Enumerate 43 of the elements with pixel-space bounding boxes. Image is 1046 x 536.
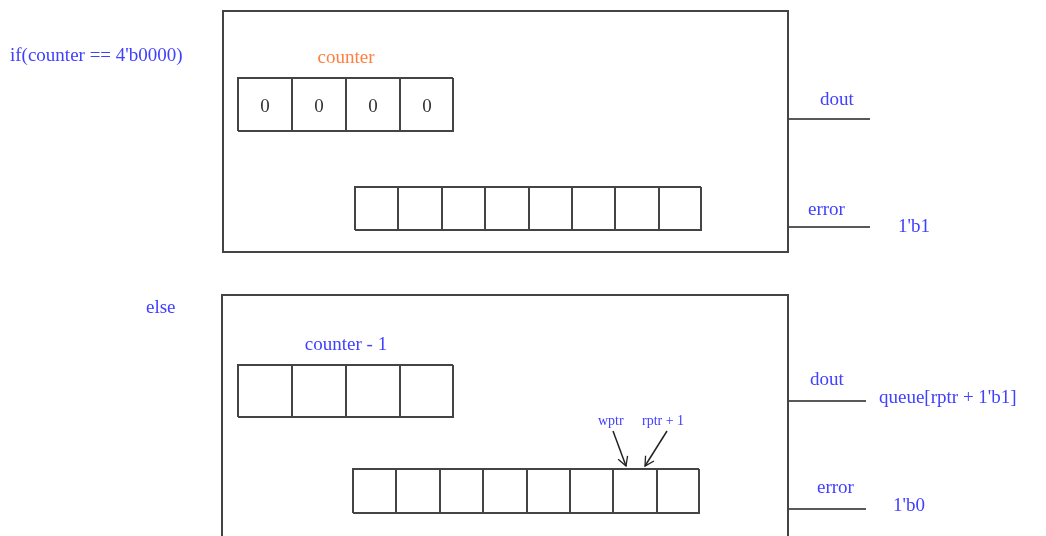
- register-cell: [569, 469, 614, 514]
- register-cell: 0: [400, 78, 454, 132]
- register-cell: [615, 187, 659, 231]
- condition-text: else: [146, 296, 176, 318]
- register-cell: 0: [346, 78, 400, 132]
- register: [354, 186, 701, 230]
- condition-text: if(counter == 4'b0000): [10, 44, 183, 66]
- register-cell: [353, 469, 397, 514]
- register-cell: [613, 469, 657, 514]
- register-cell: [400, 365, 454, 418]
- register-cell: [656, 469, 700, 514]
- register-cell: [485, 187, 529, 231]
- register-cell: [355, 187, 399, 231]
- register-cell: [526, 469, 570, 514]
- signal-line: [788, 508, 867, 510]
- value-text: 1'b0: [893, 494, 925, 516]
- register-cell: [398, 187, 442, 231]
- signal-line: [788, 400, 867, 402]
- register-cell: [292, 365, 346, 418]
- value-text: queue[rptr + 1'b1]: [879, 386, 1017, 408]
- arrow: [644, 430, 668, 467]
- module-box: [221, 294, 789, 536]
- register-cell: [441, 187, 486, 231]
- register-cell: 0: [238, 78, 292, 132]
- signal-line: [788, 226, 871, 228]
- signal-line: [788, 118, 871, 120]
- register: [352, 468, 699, 513]
- pointer-label: rptr + 1: [642, 412, 696, 430]
- pointer-label: wptr: [598, 412, 632, 430]
- register-cell: [238, 365, 292, 418]
- register-name: counter: [316, 46, 376, 68]
- register-cell: [483, 469, 527, 514]
- register-cell: [658, 187, 702, 231]
- register-cell: [439, 469, 484, 514]
- register-cell: [396, 469, 440, 514]
- register-cell: [571, 187, 616, 231]
- register-cell: 0: [292, 78, 346, 132]
- value-text: 1'b1: [898, 215, 930, 237]
- register-name: counter - 1: [303, 333, 389, 355]
- register-cell: [346, 365, 400, 418]
- arrow: [612, 430, 629, 467]
- register-cell: [528, 187, 572, 231]
- module-box: [222, 10, 789, 253]
